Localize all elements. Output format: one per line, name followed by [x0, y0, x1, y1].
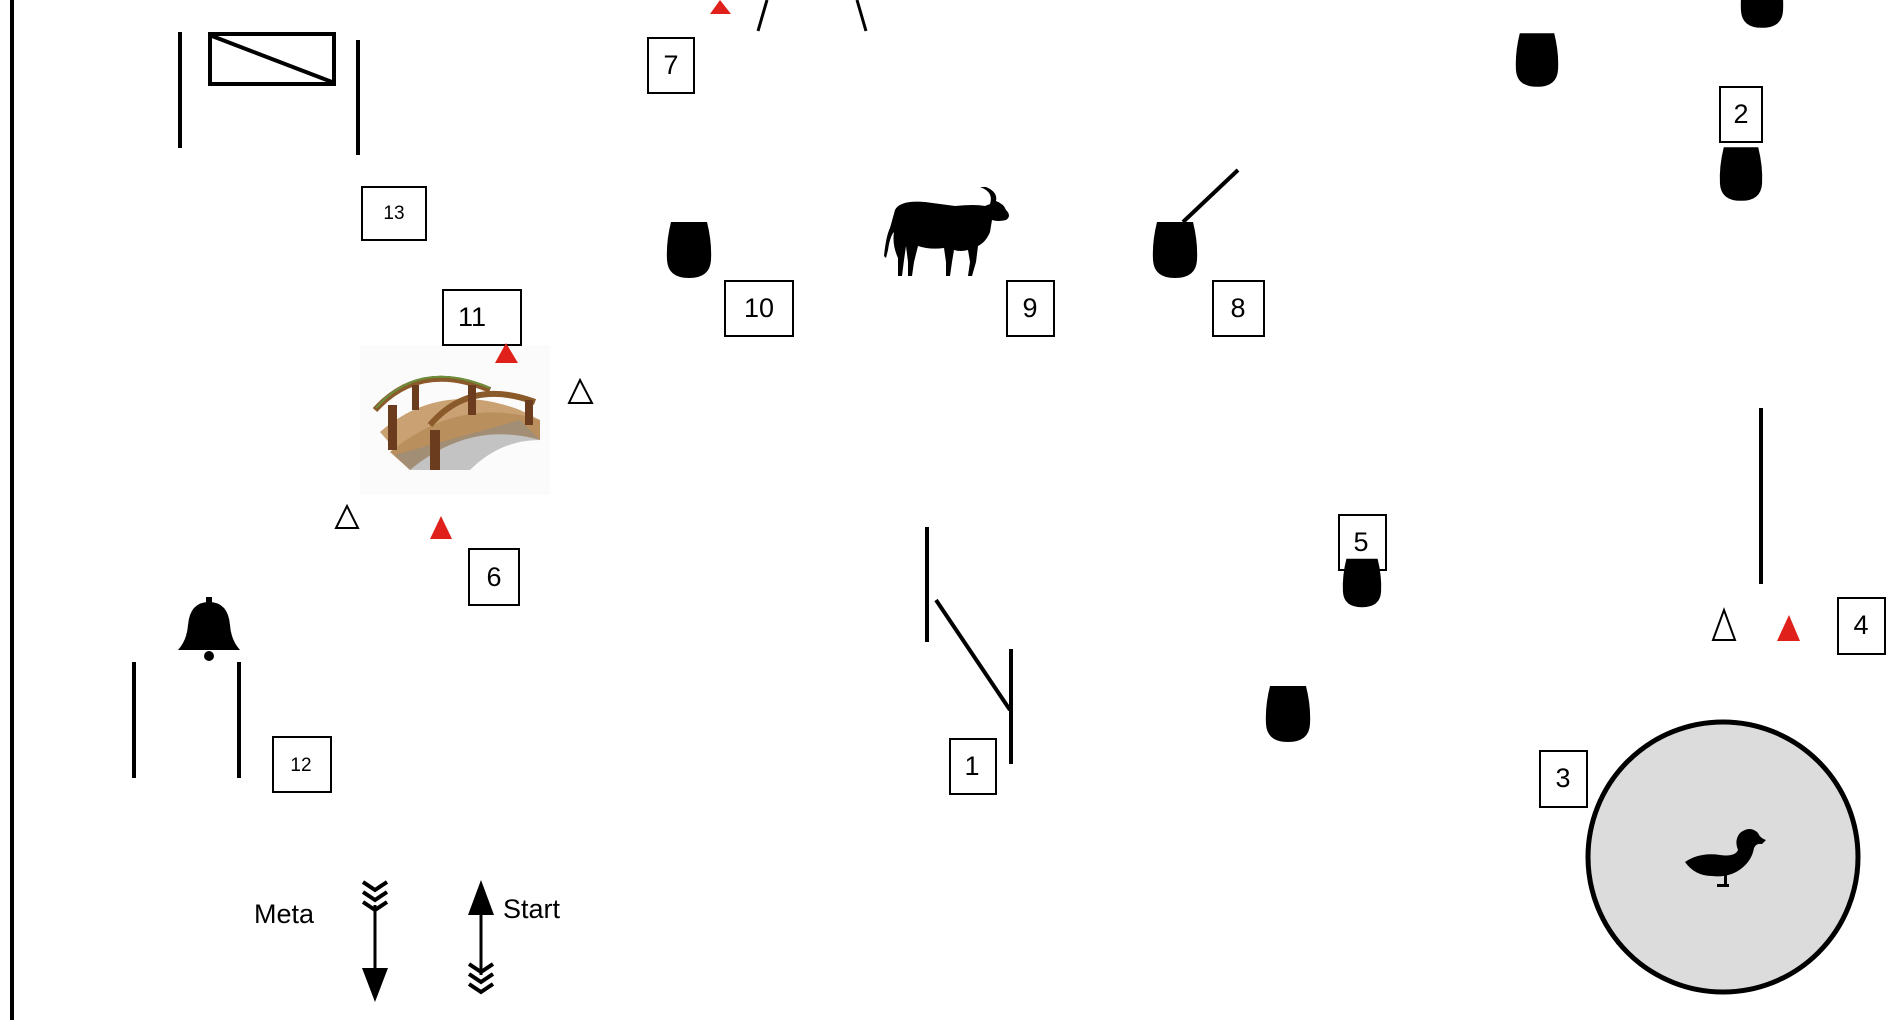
- station-12-box: 12: [273, 737, 331, 792]
- station-13-box: 13: [362, 187, 426, 240]
- obstacle-12-poles: [134, 662, 239, 778]
- station-2-box: 2: [1720, 87, 1762, 142]
- station-10-number: 10: [744, 293, 774, 323]
- station-1-box: 1: [950, 739, 996, 794]
- bucket-icon: [1343, 559, 1381, 608]
- station-9-box: 9: [1007, 281, 1054, 336]
- station-11-box: 11: [443, 290, 521, 345]
- finish-label: Meta: [254, 899, 315, 929]
- finish-arrow-icon: [362, 882, 388, 1002]
- obstacle-7-aframe: [758, 0, 866, 31]
- bucket-icon: [1741, 0, 1783, 28]
- station-4-number: 4: [1853, 610, 1868, 640]
- start-arrow-icon: [468, 880, 494, 992]
- bucket-icon: [667, 222, 711, 278]
- bucket-icon: [1720, 147, 1762, 201]
- cone-red: [710, 0, 731, 14]
- station-11-number: 11: [458, 302, 486, 332]
- station-7-number: 7: [663, 50, 678, 80]
- cow-icon: [884, 187, 1009, 276]
- bridge-icon: [360, 345, 550, 495]
- cone-outline: [569, 380, 592, 403]
- station-2-number: 2: [1733, 99, 1748, 129]
- bucket-icon: [1266, 686, 1310, 742]
- obstacle-1-gate: [927, 527, 1011, 764]
- cone-outline: [336, 506, 358, 528]
- station-1-number: 1: [964, 751, 979, 781]
- station-6-box: 6: [469, 549, 519, 605]
- bucket-icon: [1516, 33, 1558, 87]
- bell-icon: [178, 597, 240, 661]
- station-9-number: 9: [1022, 293, 1037, 323]
- cone-outline: [1713, 610, 1735, 640]
- obstacle-13-gate: [180, 32, 358, 155]
- station-10-box: 10: [725, 281, 793, 336]
- cone-red: [1777, 615, 1800, 641]
- station-4-box: 4: [1838, 598, 1885, 654]
- station-6-number: 6: [486, 562, 501, 592]
- station-7-box: 7: [648, 38, 694, 93]
- station-3-box: 3: [1540, 751, 1587, 807]
- station-8-box: 8: [1213, 281, 1264, 336]
- station-8-number: 8: [1230, 293, 1245, 323]
- bucket-icon: [1153, 222, 1197, 278]
- cone-red: [430, 516, 452, 539]
- station-3-number: 3: [1555, 763, 1570, 793]
- station-13-number: 13: [383, 203, 404, 224]
- start-label: Start: [503, 894, 561, 924]
- station-12-number: 12: [290, 755, 311, 776]
- station-5-number: 5: [1353, 527, 1368, 557]
- obstacle-8-pole: [1183, 170, 1238, 222]
